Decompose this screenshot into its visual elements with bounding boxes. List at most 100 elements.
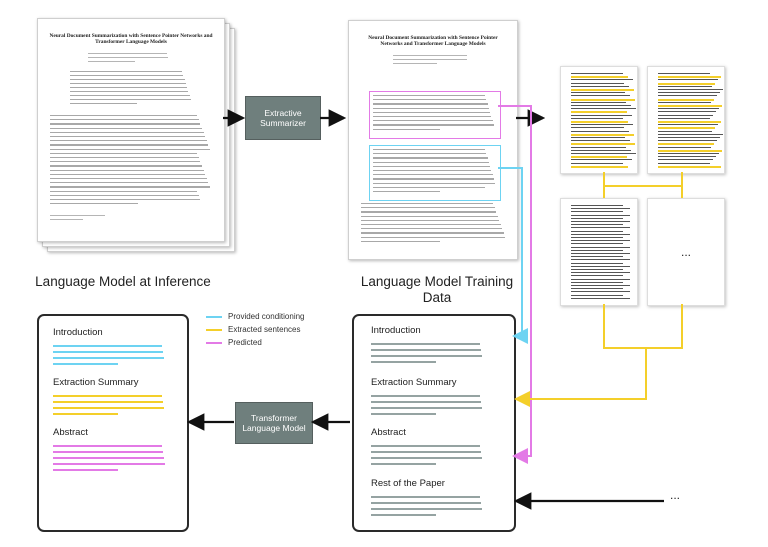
abstract-line — [373, 124, 494, 126]
inference-section-extraction: Extraction Summary — [53, 377, 139, 388]
abstract-line — [70, 95, 190, 97]
body-line — [361, 236, 505, 238]
thumbnail-text-line — [571, 265, 630, 267]
introduction-line — [373, 149, 486, 151]
thumbnail-text-line — [571, 208, 630, 210]
thumbnail-ellipsis: ... — [680, 245, 691, 259]
thumbnail-text-line — [658, 89, 723, 90]
body-line — [50, 119, 199, 121]
extracted-sentence-highlight — [658, 143, 714, 146]
body-line — [361, 240, 441, 242]
thumbnail-text-line — [571, 224, 623, 226]
thumbnail-text-line — [571, 95, 630, 97]
training-section-abstract: Abstract — [371, 427, 406, 438]
thumbnail-text-line — [571, 294, 623, 296]
body-line — [361, 219, 500, 221]
training-rest-line — [371, 502, 481, 504]
thumbnail-text-line — [571, 82, 624, 84]
thumbnail-text-line — [571, 105, 631, 106]
footnote-line — [50, 215, 106, 217]
thumbnail-text-line — [571, 233, 630, 235]
extracted-sentence-highlight — [658, 82, 715, 85]
thumbnail-text-line — [571, 227, 630, 229]
thumbnail-text-line — [571, 137, 625, 138]
extracted-sentence-highlight — [658, 121, 721, 123]
extracted-sentence-highlight — [571, 98, 635, 101]
thumbnail-text-line — [658, 95, 717, 97]
abstract-line — [373, 95, 486, 97]
abstract-line — [373, 116, 492, 118]
thumbnail-text-line — [658, 92, 720, 94]
footnote-line — [50, 219, 83, 221]
introduction-line — [373, 161, 489, 163]
predicted-line — [53, 463, 166, 465]
connector-magenta-abstract — [498, 105, 532, 464]
training-section-rest: Rest of the Paper — [371, 478, 445, 489]
thumbnail-text-line — [571, 73, 623, 74]
abstract-line — [373, 99, 487, 101]
thumbnail-text-line — [658, 101, 711, 103]
training-abstract-line — [371, 457, 482, 459]
thumbnail-text-line — [571, 92, 625, 94]
body-line — [361, 207, 495, 209]
abstract-line — [373, 103, 488, 105]
thumbnail-text-line — [658, 159, 713, 161]
extracted-sentence-highlight — [658, 149, 722, 152]
predicted-line — [53, 457, 164, 459]
abstract-line — [70, 75, 184, 77]
predicted-line — [53, 469, 118, 471]
body-line — [361, 211, 497, 213]
connector-yellow-thumb-3 — [603, 304, 683, 349]
body-line — [50, 173, 206, 175]
extracted-sentence-highlight — [658, 165, 721, 168]
body-line — [50, 178, 207, 180]
thumbnail-text-line — [658, 146, 711, 148]
introduction-highlight — [369, 145, 501, 201]
predicted-line — [53, 451, 163, 453]
thumbnail-text-line — [571, 124, 633, 126]
thumbnail-text-line — [658, 153, 719, 154]
extracted-paper-title: Neural Document Summarization with Sente… — [368, 35, 498, 48]
thumbnail-text-line — [658, 124, 718, 126]
training-document: Introduction Extraction Summary Abstract… — [352, 314, 516, 532]
thumbnail-text-line — [571, 159, 632, 161]
training-extraction-line — [371, 401, 481, 403]
connector-yellow-thumb-1 — [603, 172, 683, 187]
body-line — [361, 203, 494, 205]
legend-swatch-yellow — [206, 328, 222, 331]
body-line — [50, 131, 204, 133]
legend-swatch-cyan — [206, 315, 222, 318]
body-line — [50, 140, 207, 142]
introduction-line — [373, 174, 493, 176]
training-extraction-line — [371, 395, 480, 397]
body-line — [361, 232, 504, 234]
body-line — [50, 169, 204, 171]
thumbnail-text-line — [571, 85, 629, 87]
thumbnail-text-line — [571, 221, 630, 222]
inference-heading: Language Model at Inference — [35, 274, 211, 289]
abstract-line — [70, 91, 189, 93]
training-abstract-line — [371, 451, 481, 453]
legend-label-provided: Provided conditioning — [228, 312, 305, 321]
abstract-line — [70, 71, 183, 73]
introduction-line — [373, 186, 486, 188]
introduction-line — [373, 157, 488, 159]
training-introduction-line — [371, 343, 480, 345]
author-line — [88, 61, 136, 63]
thumbnail-page-3 — [560, 198, 638, 306]
thumbnail-text-line — [658, 85, 712, 87]
abstract-line — [373, 107, 489, 109]
author-line — [88, 53, 168, 55]
training-introduction-line — [371, 349, 481, 351]
thumbnail-page-2 — [647, 66, 725, 174]
extracted-sentence-highlight — [571, 133, 634, 136]
abstract-line — [373, 120, 493, 122]
extracted-sentence-line — [53, 407, 164, 409]
training-rest-line — [371, 514, 436, 516]
legend-item-provided: Provided conditioning — [206, 312, 305, 321]
body-line — [50, 203, 138, 205]
training-extraction-line — [371, 413, 436, 415]
legend-item-predicted: Predicted — [206, 338, 262, 347]
thumbnail-text-line — [571, 246, 630, 248]
body-line — [50, 194, 199, 196]
